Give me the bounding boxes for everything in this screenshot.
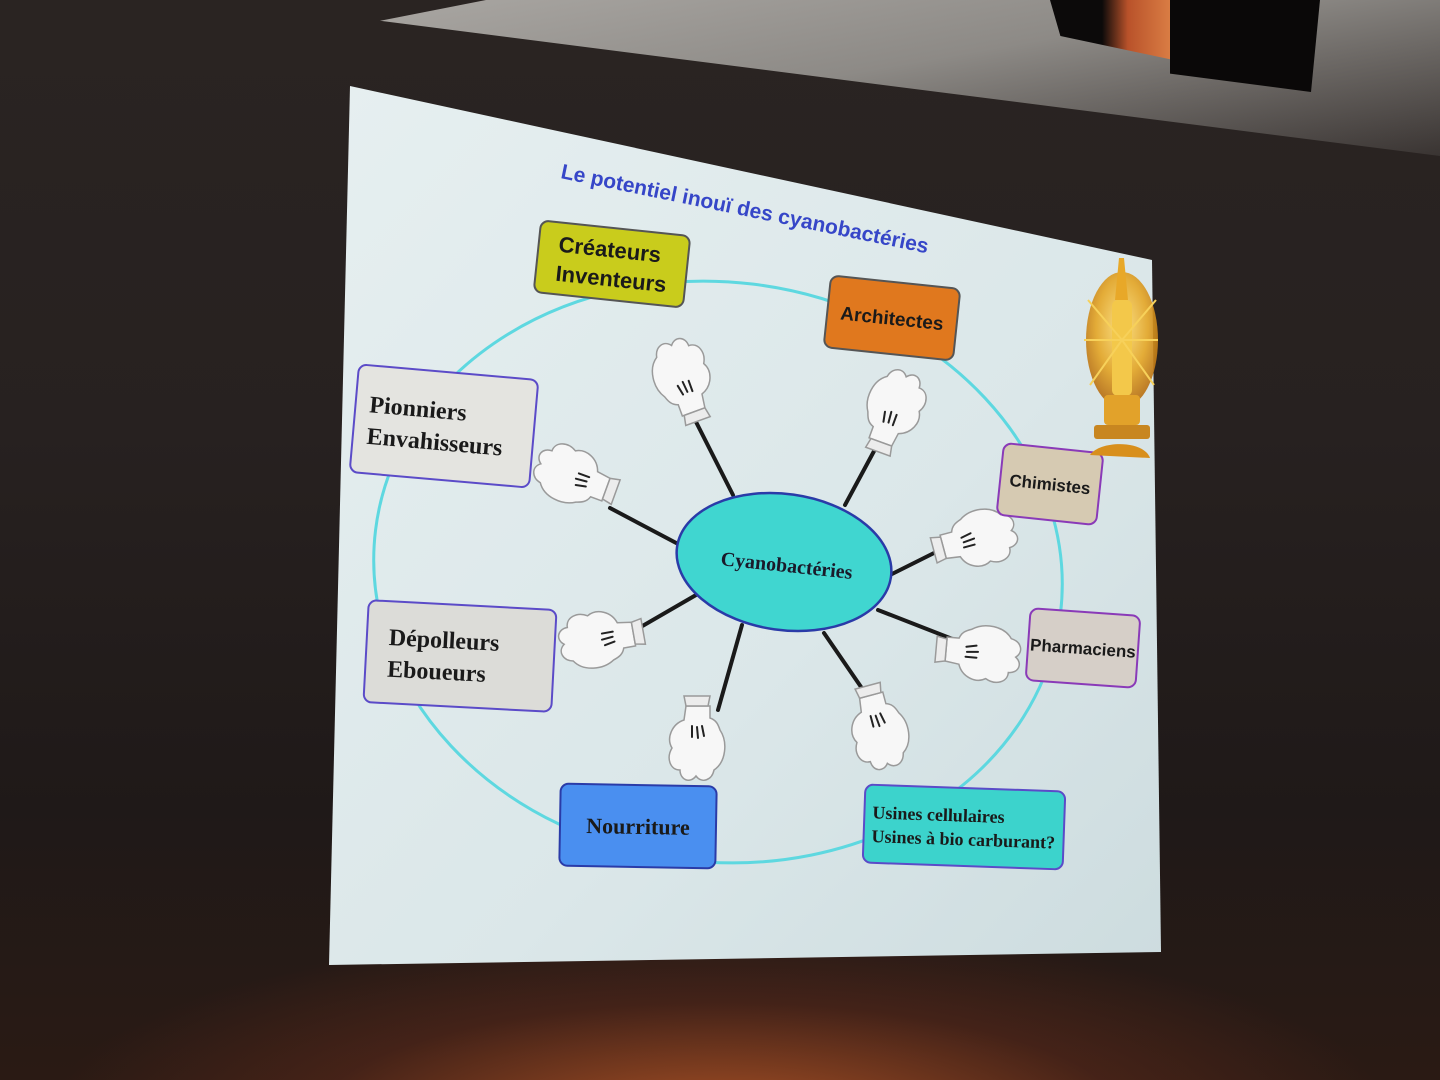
node-box — [533, 220, 691, 308]
node-box — [996, 442, 1104, 526]
node-architectes: Architectes — [823, 275, 961, 361]
node-box — [1025, 607, 1141, 689]
node-label: Dépolleurs — [388, 625, 500, 657]
node-box — [823, 275, 961, 361]
spoke-line — [688, 408, 735, 497]
node-chimistes: Chimistes — [996, 442, 1104, 526]
spoke-line — [876, 608, 957, 642]
node-boxes: CréateursInventeursArchitectesChimistesP… — [349, 220, 1141, 871]
node-box — [558, 782, 718, 870]
node-nourriture: Nourriture — [558, 782, 718, 870]
node-box — [349, 364, 539, 488]
slide-content: Le potentiel inouï des cyanobactéries Cy… — [349, 160, 1158, 871]
ceiling-speaker — [1170, 0, 1320, 92]
spoke-line — [608, 506, 682, 547]
node-label: Eboueurs — [387, 657, 487, 688]
node-box — [362, 599, 558, 713]
center-node: Cyanobactéries — [675, 491, 893, 633]
node-pharmaciens: Pharmaciens — [1025, 607, 1141, 689]
node-label: Nourriture — [586, 813, 690, 840]
golden-statue-image — [1084, 258, 1158, 458]
node-label: Usines cellulaires — [872, 802, 1005, 827]
node-box — [861, 783, 1067, 871]
spoke-line — [716, 623, 744, 712]
